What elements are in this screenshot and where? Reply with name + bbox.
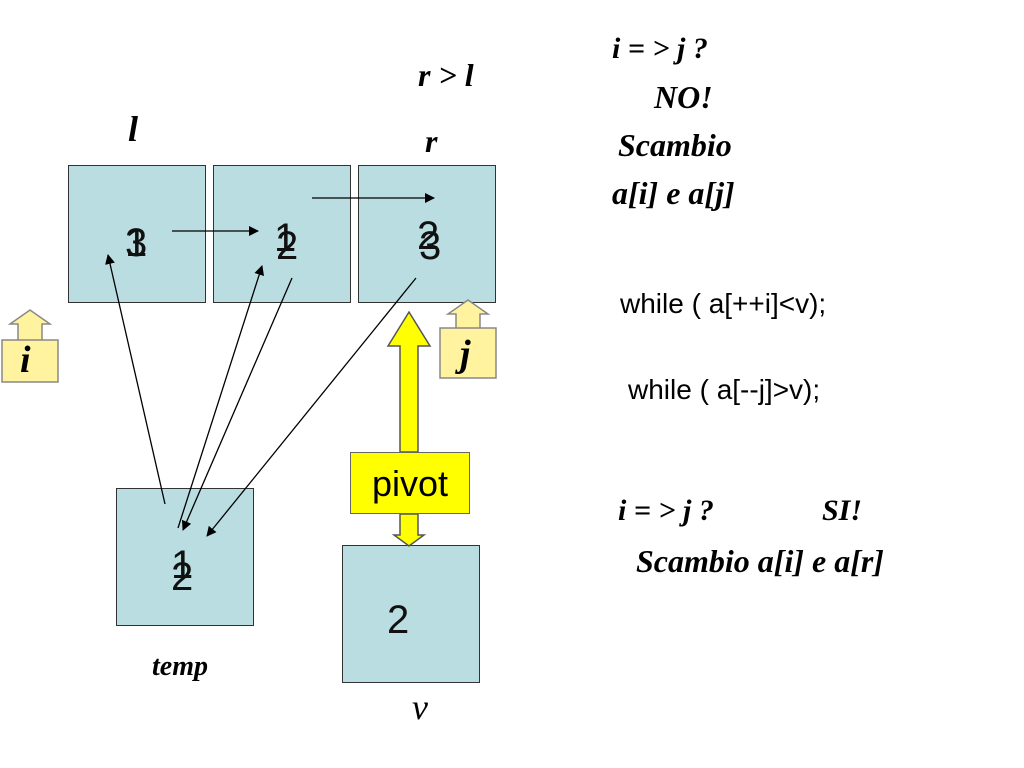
arrow-cell-r-to-temp [206, 277, 417, 537]
cell-r: 2 3 [358, 165, 496, 303]
arrow-cell-middle-to-temp [181, 277, 293, 531]
j-pointer-label: j [460, 333, 471, 375]
question-1-line-1: i = > j ? [612, 32, 708, 65]
r-greater-l-label: r > l [418, 57, 474, 93]
question-1-line-3: Scambio [618, 127, 732, 163]
arrow-temp-to-cell-l [105, 254, 166, 505]
cell-middle-new-value: 2 [276, 224, 299, 268]
code-line-2: while ( a[--j]>v); [628, 374, 821, 405]
code-line-1: while ( a[++i]<v); [620, 288, 827, 319]
pivot-arrow-shape [386, 310, 432, 453]
arrow-temp-to-cell-middle [177, 265, 265, 529]
cell-r-new-value: 3 [419, 224, 442, 268]
temp-label: temp [152, 651, 208, 682]
pivot-down-arrow-shape [391, 513, 427, 547]
temp-box: 1 2 [116, 488, 254, 626]
cell-middle: 1 2 [213, 165, 351, 303]
l-label: l [128, 109, 139, 149]
temp-old-value: 1 [171, 543, 194, 587]
pivot-label: pivot [350, 452, 470, 514]
r-label: r [425, 123, 438, 159]
j-pointer-shape [439, 299, 497, 379]
cell-middle-old-value: 1 [274, 216, 297, 260]
v-label: v [412, 687, 428, 727]
question-1-line-4: a[i] e a[j] [612, 175, 735, 211]
cell-l-new-value: 1 [125, 221, 148, 265]
cell-r-old-value: 2 [417, 214, 440, 258]
v-value: 2 [387, 598, 410, 642]
question-2-line-1: i = > j ? [618, 494, 714, 527]
v-box: 2 [342, 545, 480, 683]
question-2-answer: SI! [822, 494, 863, 527]
i-pointer-shape [1, 309, 59, 383]
cell-l: 3 1 [68, 165, 206, 303]
i-pointer-label: i [20, 339, 31, 381]
cell-l-old-value: 3 [125, 221, 148, 265]
temp-new-value: 2 [171, 555, 194, 599]
question-2-line-2: Scambio a[i] e a[r] [636, 543, 884, 579]
question-1-line-2: NO! [654, 79, 713, 115]
